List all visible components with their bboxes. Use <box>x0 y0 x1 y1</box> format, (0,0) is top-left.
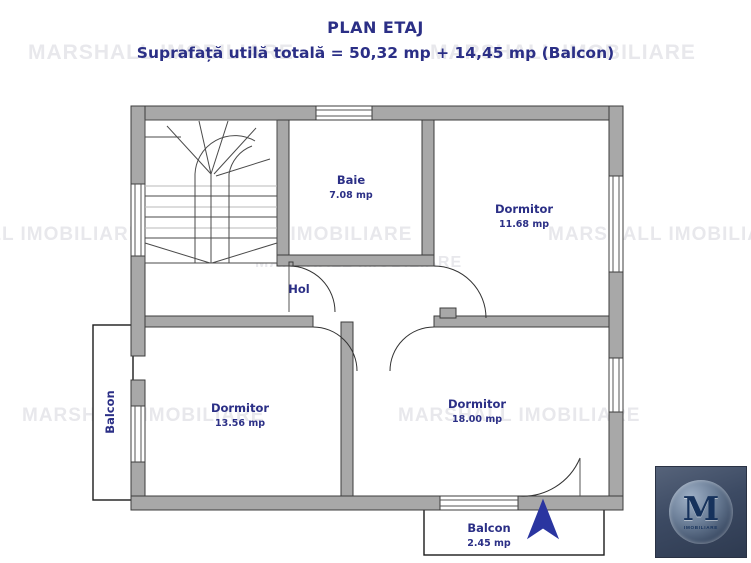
room-label-baie: Baie <box>337 173 365 187</box>
room-label-hol: Hol <box>288 282 309 296</box>
room-labels: Baie 7.08 mp Dormitor 11.68 mp Hol Dormi… <box>103 173 553 549</box>
room-label-dormitor-2: Dormitor <box>211 401 269 415</box>
north-arrow-icon <box>526 498 560 540</box>
logo-letter: M <box>682 488 720 528</box>
room-label-dormitor-1: Dormitor <box>495 202 553 216</box>
plan-title-block: PLAN ETAJ Suprafață utilă totală = 50,32… <box>0 18 751 62</box>
logo-emblem: M IMOBILIARE <box>669 480 733 544</box>
plan-subtitle: Suprafață utilă totală = 50,32 mp + 14,4… <box>136 44 615 62</box>
room-area-dormitor-1: 11.68 mp <box>499 219 549 230</box>
staircase <box>144 119 278 264</box>
page-title: PLAN ETAJ <box>327 18 424 37</box>
room-label-balcon-left: Balcon <box>103 390 117 433</box>
windows <box>130 105 624 511</box>
agency-logo: M IMOBILIARE <box>655 466 747 558</box>
room-label-dormitor-3: Dormitor <box>448 397 506 411</box>
door-swings <box>288 261 581 497</box>
room-area-dormitor-2: 13.56 mp <box>215 418 265 429</box>
interior-walls <box>144 119 610 497</box>
logo-subtext: IMOBILIARE <box>683 525 719 531</box>
room-area-dormitor-3: 18.00 mp <box>452 414 502 425</box>
room-area-baie: 7.08 mp <box>329 190 373 201</box>
balcony-bottom-outline <box>423 504 605 556</box>
room-area-balcon-bottom: 2.45 mp <box>467 538 511 549</box>
room-label-balcon-bottom: Balcon <box>467 521 510 535</box>
balcony-left-outline <box>92 324 134 501</box>
